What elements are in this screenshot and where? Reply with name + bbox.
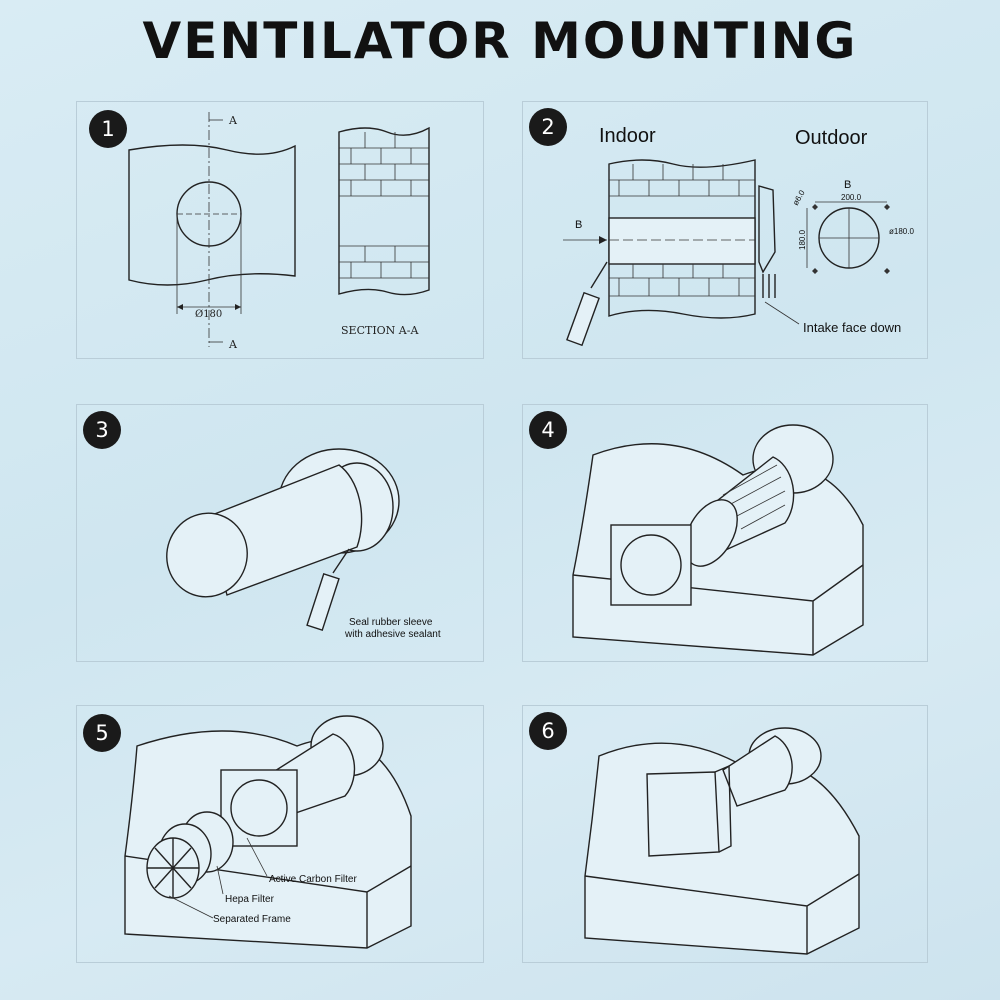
step-6-badge: 6 bbox=[529, 712, 567, 750]
indoor-label: Indoor bbox=[599, 125, 656, 147]
dim-width-label: 200.0 bbox=[841, 193, 862, 202]
step-6-panel: 6 bbox=[522, 705, 928, 963]
step-2-badge: 2 bbox=[529, 108, 567, 146]
diameter-label: Ø180 bbox=[195, 309, 222, 320]
step-3-diagram: Seal rubber sleeve with adhesive sealant bbox=[166, 448, 441, 640]
step-3-badge: 3 bbox=[83, 411, 121, 449]
page-title: VENTILATOR MOUNTING bbox=[142, 12, 858, 70]
outdoor-label: Outdoor bbox=[795, 127, 868, 149]
step-1-badge: 1 bbox=[89, 110, 127, 148]
step-5-badge: 5 bbox=[83, 714, 121, 752]
step-6-diagram bbox=[584, 727, 860, 955]
dim-diameter-label: ø180.0 bbox=[889, 227, 914, 236]
step-2-panel: 2 Indoor Outdoor B Intake face down B 20… bbox=[522, 101, 928, 359]
arrow-b-label: B bbox=[575, 219, 582, 231]
view-b-label: B bbox=[844, 179, 851, 191]
step-1-diagram: A A Ø180 SECTION A-A bbox=[128, 112, 430, 351]
seal-line2-label: with adhesive sealant bbox=[344, 629, 441, 640]
dim-height-label: 180.0 bbox=[798, 229, 807, 250]
hepa-filter-label: Hepa Filter bbox=[225, 894, 275, 905]
dim-hole-label: ø6.0 bbox=[791, 188, 807, 207]
carbon-filter-label: Active Carbon Filter bbox=[269, 874, 357, 885]
step-5-diagram: Active Carbon Filter Hepa Filter Separat… bbox=[124, 715, 412, 949]
step-5-panel: 5 Active Carbon Filter Hepa Filter Separ… bbox=[76, 705, 484, 963]
step-4-diagram bbox=[572, 424, 864, 656]
seal-line1-label: Seal rubber sleeve bbox=[349, 617, 433, 628]
step-1-panel: 1 A A Ø180 SECTION A-A bbox=[76, 101, 484, 359]
section-caption: SECTION A-A bbox=[341, 324, 419, 337]
section-top-label: A bbox=[228, 114, 238, 127]
step-3-panel: 3 Seal rubber sleeve with adhesive seala… bbox=[76, 404, 484, 662]
section-bottom-label: A bbox=[228, 338, 238, 351]
intake-label: Intake face down bbox=[803, 320, 901, 335]
step-2-diagram: Indoor Outdoor B Intake face down B 200.… bbox=[563, 125, 914, 347]
separated-frame-label: Separated Frame bbox=[213, 914, 291, 925]
step-4-badge: 4 bbox=[529, 411, 567, 449]
step-4-panel: 4 bbox=[522, 404, 928, 662]
